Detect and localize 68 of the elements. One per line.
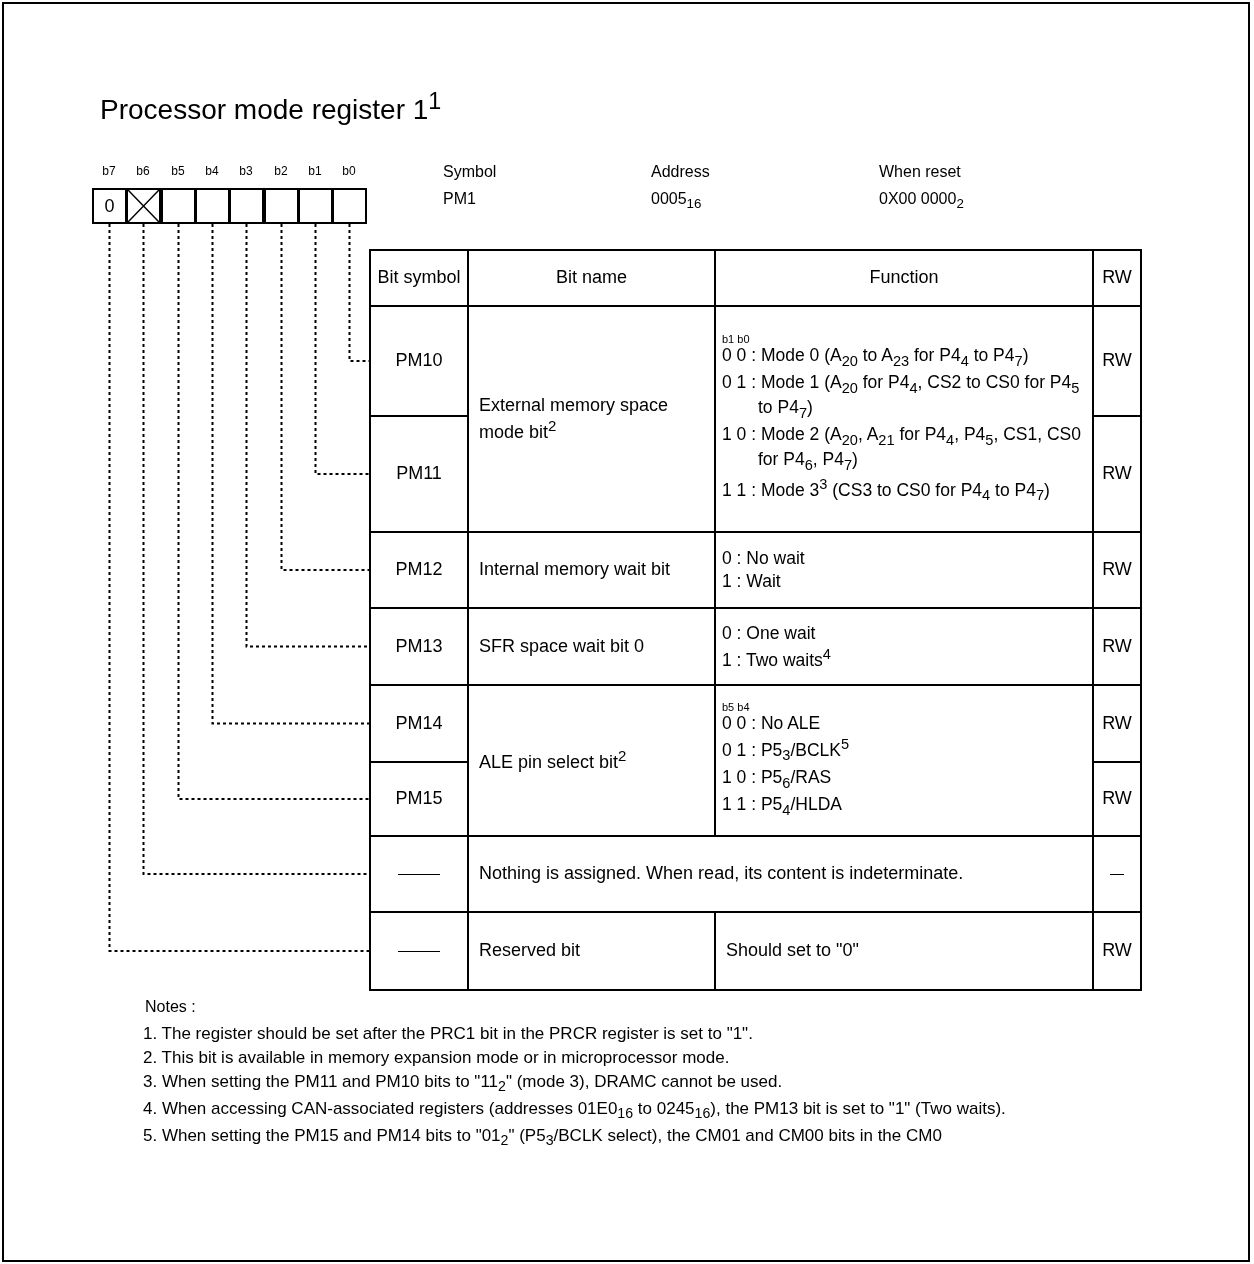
bit-box <box>229 188 264 224</box>
leader-line <box>280 223 370 571</box>
bit-label: b1 <box>307 164 323 178</box>
register-symbol: PM1 <box>443 190 476 208</box>
footnote: 4. When accessing CAN-associated registers (addresses 01E0$_{16}$ to 0245$_{16}$), the PM13 bit is set to "1" (Two waits). <box>143 1097 1007 1124</box>
bit-name: ALE pin select bit$^{2}$ <box>479 747 627 774</box>
leader-line <box>245 223 370 648</box>
function-option: 1 1 : P5$_{4}$/HLDA <box>722 794 842 819</box>
bit-name: Internal memory wait bit <box>479 559 671 581</box>
access-type: RW <box>1102 463 1132 485</box>
column-header: Function <box>869 267 939 289</box>
footnote: 1. The register should be set after the PRC1 bit in the PRCR register is set to "1". <box>143 1023 754 1045</box>
bit-label: b5 <box>170 164 186 178</box>
diagram-title: Processor mode register 1$^{1}$ <box>100 88 442 127</box>
function-option: 1 : Wait <box>722 571 793 592</box>
function-option: 0 1 : P5$_{3}$/BCLK$^{5}$ <box>722 736 850 765</box>
bit-pair-label: b5 b4 <box>722 701 750 715</box>
bit-box <box>264 188 299 224</box>
leader-line <box>142 223 370 875</box>
bit-pair-label: b1 b0 <box>722 332 750 346</box>
function-option: 1 0 : P5$_{6}$/RAS <box>722 767 832 792</box>
leader-line <box>211 223 370 725</box>
footnote: 5. When setting the PM15 and PM14 bits to "01$_{2}$" (P5$_{3}$/BCLK select), the CM01 and CM00 bits in the CM0 <box>143 1125 943 1151</box>
column-header: RW <box>1102 267 1132 289</box>
bit-box: 0 <box>92 188 127 224</box>
bit-name: Reserved bit <box>479 940 581 962</box>
notes-heading: Notes : <box>145 998 196 1016</box>
column-header: Bit symbol <box>377 267 461 289</box>
access-type: RW <box>1102 635 1132 658</box>
table-cell <box>369 911 469 991</box>
register-field-header: Symbol <box>443 163 497 181</box>
register-field-header: Address <box>651 163 710 181</box>
access-type: RW <box>1102 788 1132 810</box>
access-type: RW <box>1102 712 1132 735</box>
function-option: 0 : One wait <box>722 622 816 644</box>
register-address: 0005$_{16}$ <box>651 190 702 212</box>
column-header: Bit name <box>555 267 627 289</box>
bit-label: b6 <box>135 164 151 178</box>
bit-label: b3 <box>238 164 254 178</box>
access-type: RW <box>1102 940 1132 962</box>
footnote: 2. This bit is available in memory expansion mode or in microprocessor mode. <box>143 1046 731 1069</box>
leader-line <box>108 223 370 952</box>
bit-label: b7 <box>101 164 117 178</box>
leader-line <box>177 223 370 800</box>
bit-box <box>161 188 196 224</box>
access-type: RW <box>1102 350 1132 372</box>
access-type: RW <box>1102 559 1132 581</box>
bit-name: SFR space wait bit 0 <box>479 635 645 658</box>
bit-box <box>298 188 333 224</box>
function-option: 1 : Two waits$^{4}$ <box>722 645 831 671</box>
function-option: 0 : No wait <box>722 548 805 569</box>
register-field-header: When reset <box>879 163 961 181</box>
function-option: 1 0 : Mode 2 (A$_{20}$, A$_{21}$ for P4$_{4}$, P4$_{5}$, CS1, CS0 for P4$_{6}$, P4$_{7}$) <box>722 423 1088 474</box>
function-option: 0 0 : Mode 0 (A$_{20}$ to A$_{23}$ for P4$_{4}$ to P4$_{7}$) <box>722 344 1029 370</box>
bit-name: External memory space mode bit$^{2}$ <box>479 394 670 444</box>
bit-box <box>332 188 367 224</box>
footnote: 3. When setting the PM11 and PM10 bits to "11$_{2}$" (mode 3), DRAMC cannot be used. <box>143 1070 784 1096</box>
reset-value: 0X00 0000$_{2}$ <box>879 190 964 212</box>
function-option: 1 1 : Mode 3$^{3}$ (CS3 to CS0 for P4$_{4}$ to P4$_{7}$) <box>722 475 1050 505</box>
function-value: Should set to "0" <box>726 940 859 962</box>
bit-label: b4 <box>204 164 220 178</box>
bit-label: b2 <box>273 164 289 178</box>
leader-line <box>314 223 370 475</box>
bit-label: b0 <box>341 164 357 178</box>
function-option: 0 0 : No ALE <box>722 713 821 735</box>
bit-name: Nothing is assigned. When read, its content is indeterminate. <box>479 863 964 885</box>
function-option: 0 1 : Mode 1 (A$_{20}$ for P4$_{4}$, CS2 to CS0 for P4$_{5}$ to P4$_{7}$) <box>722 371 1088 422</box>
bit-box <box>195 188 230 224</box>
